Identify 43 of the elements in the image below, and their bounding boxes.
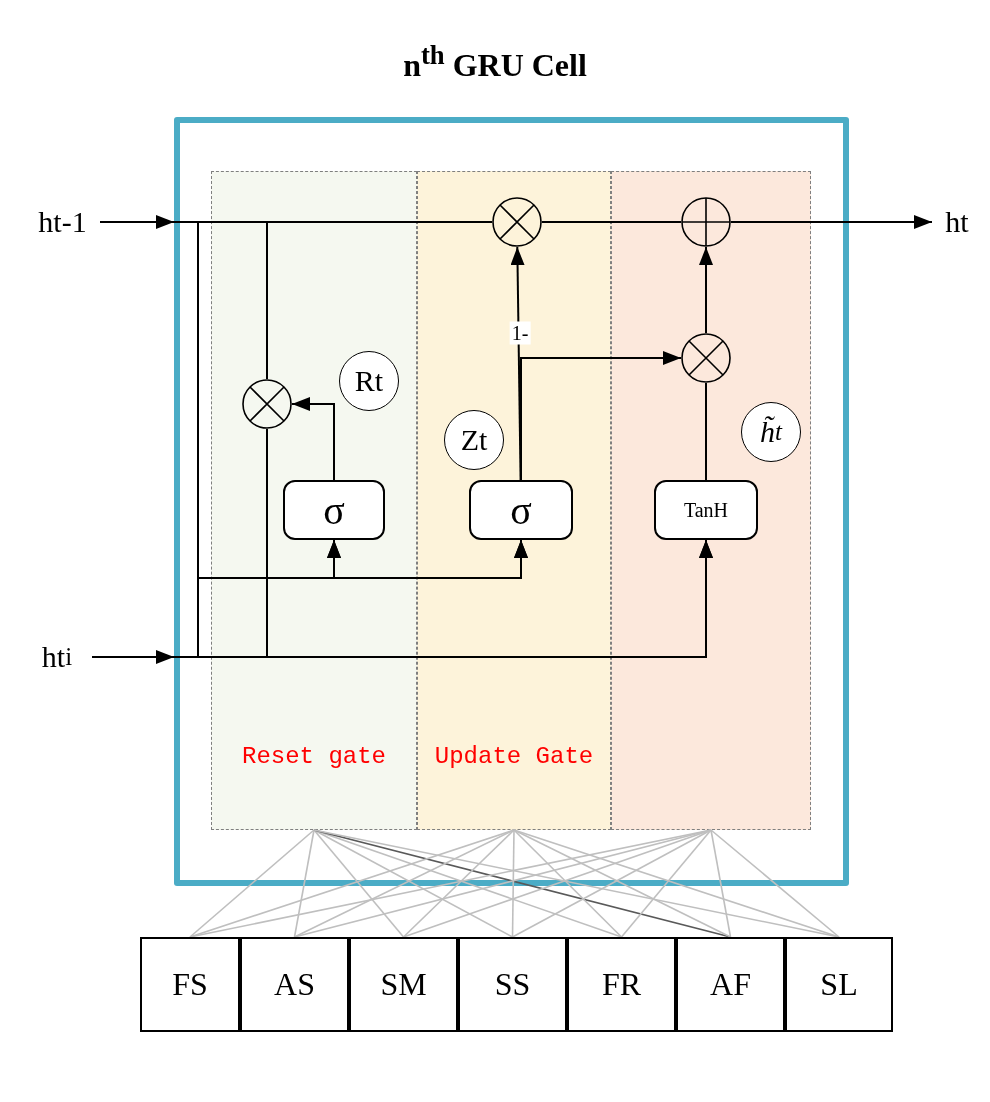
gate-panel	[417, 171, 611, 830]
connector-line	[189, 829, 315, 938]
connector-line	[710, 829, 840, 938]
feature-box: SL	[785, 937, 893, 1032]
gate-panel	[211, 171, 417, 830]
activation-box: TanH	[654, 480, 758, 540]
connector-line	[513, 829, 623, 938]
connector-line	[710, 829, 732, 938]
diagram-title: n$^{th}$ GRU Cell	[403, 40, 587, 84]
connector-line	[620, 829, 712, 938]
activation-box: σ	[469, 480, 573, 540]
variable-circle: Rt	[339, 351, 399, 411]
input-label: ht-1	[25, 200, 100, 244]
cell-frame	[174, 117, 849, 886]
arrow	[699, 246, 713, 334]
gate-label: Update Gate	[433, 743, 595, 770]
feature-box: FR	[567, 937, 676, 1032]
edge-label: 1-	[509, 321, 531, 345]
multiply-symbol	[492, 197, 542, 247]
feature-box: SM	[349, 937, 458, 1032]
multiply-symbol	[681, 333, 731, 383]
arrow	[291, 397, 335, 481]
gate-label: Reset gate	[241, 743, 387, 770]
feature-box: AF	[676, 937, 785, 1032]
connector-line	[541, 221, 682, 223]
connector-line	[513, 829, 840, 938]
feature-box: SS	[458, 937, 567, 1032]
variable-circle: Zt	[444, 410, 504, 470]
arrow	[730, 215, 933, 229]
connector-line	[313, 829, 405, 938]
gate-panel	[611, 171, 811, 830]
arrow	[266, 428, 713, 658]
activation-box: σ	[283, 480, 385, 540]
connector-line	[293, 829, 315, 938]
add-symbol	[681, 197, 731, 247]
feature-box: FS	[140, 937, 240, 1032]
connector-line	[402, 829, 515, 938]
multiply-symbol	[242, 379, 292, 429]
output-label: ht	[932, 200, 982, 244]
feature-box: AS	[240, 937, 349, 1032]
connector-line	[511, 829, 515, 938]
connector-line	[705, 382, 707, 481]
arrow	[520, 351, 682, 481]
